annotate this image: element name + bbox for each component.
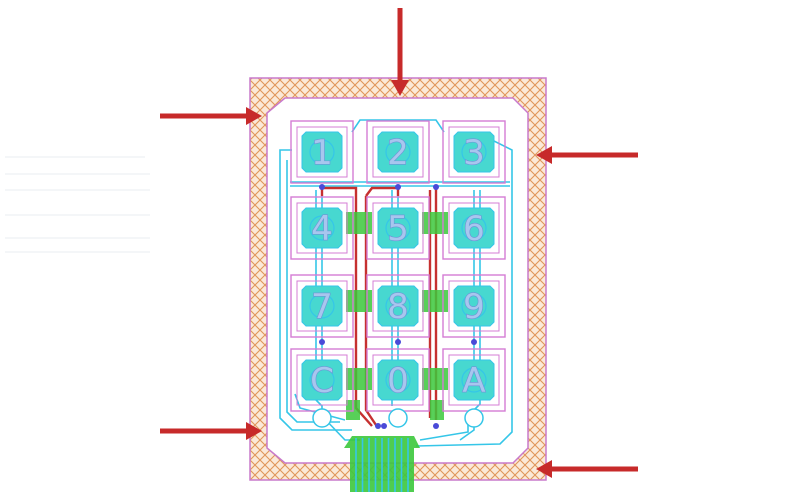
- key-0: 0: [366, 348, 430, 412]
- key-label: 0: [387, 361, 409, 401]
- via: [319, 339, 325, 345]
- key-9: 9: [442, 274, 506, 338]
- via: [375, 423, 381, 429]
- flex-connector: [344, 436, 420, 492]
- key-3: 3: [442, 120, 506, 184]
- via: [433, 184, 439, 190]
- key-4: 4: [290, 196, 354, 260]
- test-points: [312, 408, 484, 428]
- test-point: [464, 408, 484, 428]
- key-label: C: [310, 361, 334, 401]
- key-label: 3: [463, 133, 485, 173]
- key-label: 9: [463, 287, 485, 327]
- via: [381, 423, 387, 429]
- key-8: 8: [366, 274, 430, 338]
- via: [471, 339, 477, 345]
- key-label: 6: [463, 209, 485, 249]
- test-point: [388, 408, 408, 428]
- key-C: C: [290, 348, 354, 412]
- key-label: 2: [387, 133, 409, 173]
- left-artifacts: [5, 156, 150, 253]
- key-label: 4: [311, 209, 333, 249]
- arrow-indicator: [391, 8, 409, 96]
- key-A: A: [442, 348, 506, 412]
- vias: [319, 184, 477, 429]
- arrow-indicator: [536, 460, 638, 478]
- key-5: 5: [366, 196, 430, 260]
- key-1: 1: [290, 120, 354, 184]
- key-grid: 1 2 3 4 5 6 7 8 9C 0 A: [290, 120, 506, 412]
- key-label: A: [462, 361, 485, 401]
- arrow-indicator: [160, 422, 262, 440]
- key-2: 2: [366, 120, 430, 184]
- key-label: 8: [387, 287, 409, 327]
- test-point: [312, 408, 332, 428]
- annotation-arrows: [160, 8, 638, 478]
- arrow-indicator: [536, 146, 638, 164]
- key-7: 7: [290, 274, 354, 338]
- via: [433, 423, 439, 429]
- via: [319, 184, 325, 190]
- key-label: 7: [311, 287, 333, 327]
- arrow-indicator: [160, 107, 262, 125]
- key-label: 1: [311, 133, 333, 173]
- key-label: 5: [387, 209, 409, 249]
- via: [395, 339, 401, 345]
- via: [395, 184, 401, 190]
- key-6: 6: [442, 196, 506, 260]
